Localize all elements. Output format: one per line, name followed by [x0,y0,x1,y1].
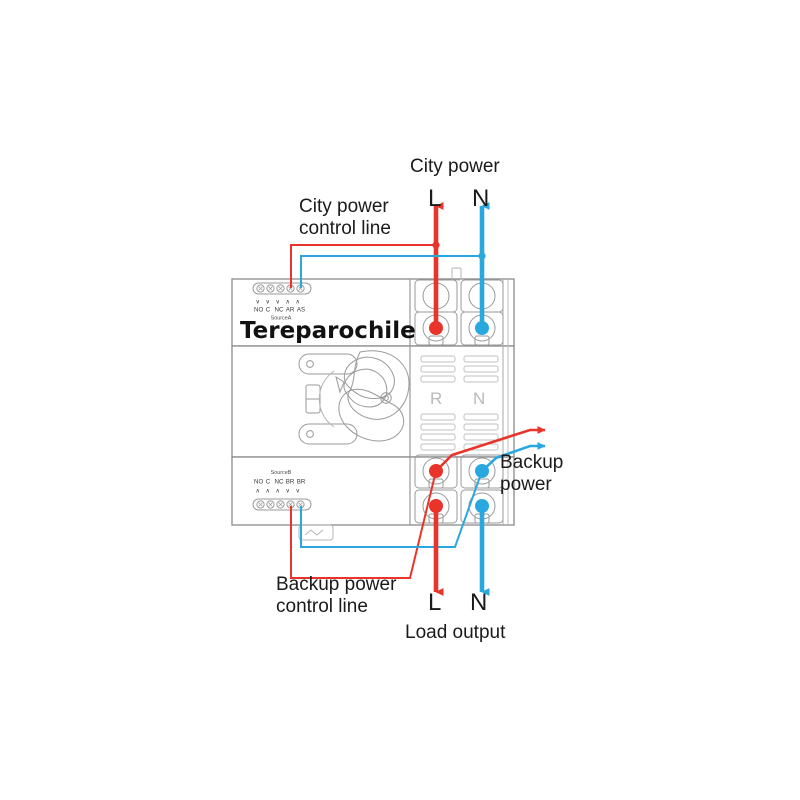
source-a-label-0: NO [254,307,263,314]
label-city-control-line-1: City power [299,196,389,217]
source-b-arrow-1: ∧ [266,488,271,495]
wire-backup-power-feed [435,426,546,472]
face-label-R: R [430,389,442,408]
mounting-hole-bottom [306,430,314,438]
junction-city-control-N [478,252,486,260]
knob-travel-arc [318,370,335,428]
wire-city-control-lines [290,241,486,288]
wire-city-power-feed [433,202,490,330]
wire-backup-control-lines [290,470,483,579]
label-top-L: L [428,185,441,212]
label-bottom-N: N [470,589,487,616]
source-b-arrow-2: ∧ [276,488,281,495]
label-backup-control-line-1: Backup power [276,574,397,595]
source-b-strip-outline [252,498,312,511]
source-b-terminal-strip: SourceB NO C NC BR BR ∧ ∧ ∧ ∨ ∨ [252,470,312,511]
bot-term-N-upper-bore [468,457,496,485]
wire-load-output [433,506,490,596]
source-a-label-3: AR [286,307,295,314]
dot-load-N [475,499,489,513]
top-term-R-clamp [428,335,444,346]
wire-city-control-N [300,255,482,288]
knob-hub-center [383,395,389,401]
dot-load-L [429,499,443,513]
mounting-slot-top [298,353,358,375]
source-b-arrow-3: ∨ [286,488,291,495]
source-a-arrow-2: ∨ [276,299,281,306]
source-a-label-4: AS [297,307,305,314]
vent-group-N-top [463,355,499,383]
bot-term-R-upper-clamp [428,478,444,489]
wire-backup-control-L [290,470,437,579]
wire-backup-control-N [300,470,483,548]
source-b-arrow-0: ∧ [256,488,261,495]
knob-hub [380,392,392,404]
rotary-selector-knob[interactable] [298,350,410,445]
mounting-hole-top [306,360,314,368]
source-b-label-4: BR [297,479,306,486]
source-a-label-2: NC [275,307,284,314]
wire-backup-power-N [481,442,546,472]
dot-backup-L [429,464,443,478]
source-b-label-0: NO [254,479,263,486]
terminal-connection-dots [429,321,489,513]
device-middle-section [231,345,515,458]
label-load-output: Load output [405,622,506,643]
source-b-label-3: BR [286,479,295,486]
label-backup-power-1: Backup [500,452,563,473]
knob-lobe-upper [347,350,410,420]
knob-pointer [335,375,345,394]
source-a-strip-outline [252,282,312,295]
source-b-label-1: C [266,479,271,486]
breaker-face-vents: R N [420,355,499,451]
source-a-arrow-3: ∧ [286,299,291,306]
source-a-arrow-1: ∨ [266,299,271,306]
bot-term-N-upper-clamp [474,478,490,489]
knob-lobe-left [343,356,395,399]
wire-backup-power-L [435,426,546,472]
mounting-slot-bottom [298,423,358,445]
source-b-name: SourceB [271,470,292,476]
dot-top-N [475,321,489,335]
knob-lobe-lower [338,388,405,442]
source-a-arrow-0: ∨ [256,299,261,306]
source-b-screws [256,500,305,509]
vent-group-R-top [420,355,456,383]
label-top-N: N [472,185,489,212]
label-bottom-L: L [428,589,441,616]
vent-group-N-bottom [463,413,499,451]
label-backup-power-2: power [500,474,552,495]
junction-city-control-L [432,241,440,249]
label-city-control-line-2: control line [299,218,391,239]
top-term-N-clamp [474,335,490,346]
bot-term-R-upper-bore [422,457,450,485]
source-a-name: SourceA [271,316,292,322]
wire-city-control-L [290,244,436,288]
source-b-label-2: NC [275,479,284,486]
dot-backup-N [475,464,489,478]
label-city-power: City power [410,156,500,177]
source-b-arrow-4: ∨ [296,488,301,495]
vent-group-R-bottom [420,413,456,451]
source-a-arrow-4: ∧ [296,299,301,306]
din-rail-clip [298,524,334,541]
source-a-label-1: C [266,307,271,314]
device-lower-section [231,456,515,526]
label-backup-control-line-2: control line [276,596,368,617]
face-label-N: N [473,389,485,408]
device-top-tab [451,267,462,281]
dot-top-L [429,321,443,335]
watermark-text: Tereparochile [240,318,416,344]
